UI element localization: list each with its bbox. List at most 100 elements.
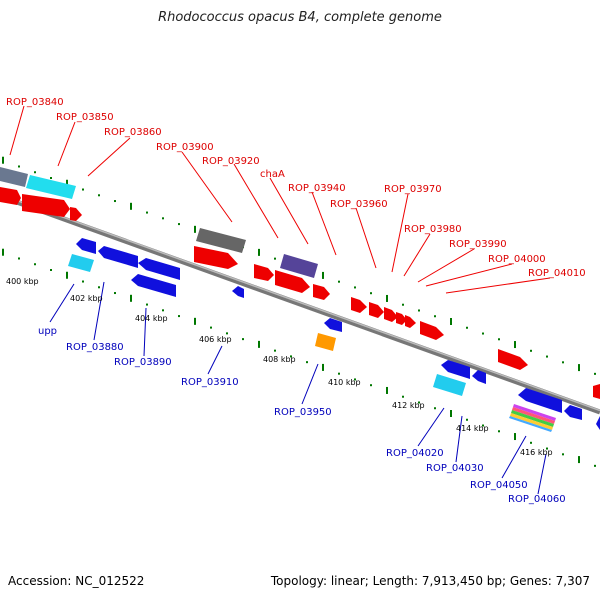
major-tick [450,318,452,325]
gene-arrow[interactable] [0,187,21,205]
gene-label[interactable]: ROP_04000 [488,254,546,265]
scale-label: 410 kbp [328,378,361,387]
minor-tick [546,355,548,358]
gene-label[interactable]: ROP_03920 [202,156,260,167]
gene-arrow[interactable] [441,360,470,379]
gene-arrow[interactable] [131,274,176,297]
scale-label: 408 kbp [263,355,296,364]
major-tick [194,317,196,325]
scale-ticks [2,156,596,467]
minor-tick [466,326,468,329]
minor-tick [338,280,340,283]
minor-tick [146,303,148,306]
scale-label: 400 kbp [6,277,39,286]
gene-arrow[interactable] [70,207,82,221]
gene-arrow[interactable] [498,349,528,370]
gene-arrow[interactable] [564,405,582,420]
forward-gene-labels: ROP_03840 ROP_03850 ROP_03860 ROP_03900 … [6,97,586,279]
gene-label[interactable]: ROP_03860 [104,127,162,138]
scale-label: 404 kbp [135,314,168,323]
minor-tick [482,332,484,335]
minor-tick [370,384,372,387]
minor-tick [82,188,84,191]
gene-label[interactable]: ROP_03890 [114,357,172,368]
map-title: Rhodococcus opacus B4, complete genome [158,10,442,25]
gene-label[interactable]: ROP_04060 [508,494,566,505]
gene-label[interactable]: ROP_04050 [470,480,528,491]
gene-box-cyan[interactable] [68,254,94,272]
gene-arrow[interactable] [369,302,384,318]
gene-label[interactable]: ROP_03910 [181,377,239,388]
gene-label[interactable]: ROP_03980 [404,224,462,235]
major-tick [578,456,580,464]
major-tick [450,410,452,417]
major-tick [258,340,260,348]
gene-arrow[interactable] [22,194,70,217]
minor-tick [162,309,164,312]
gene-label[interactable]: ROP_03900 [156,142,214,153]
gene-label[interactable]: ROP_03880 [66,342,124,353]
forward-callouts [9,105,551,294]
forward-gene-arrows [0,187,600,399]
minor-tick [82,280,84,283]
accession-text: Accession: NC_012522 [8,574,145,588]
gene-arrow[interactable] [254,264,274,281]
gene-label[interactable]: ROP_03940 [288,183,346,194]
gene-label[interactable]: ROP_03970 [384,184,442,195]
minor-tick [370,292,372,295]
reverse-gene-arrows [76,238,600,430]
gene-label[interactable]: ROP_03990 [449,239,507,250]
gene-arrow[interactable] [324,318,342,332]
gene-arrow[interactable] [138,258,180,280]
gene-arrow[interactable] [593,384,600,399]
minor-tick [498,338,500,341]
minor-tick [162,217,164,220]
genome-backbone [0,193,600,415]
gene-arrow[interactable] [232,286,244,298]
gene-box-gray[interactable] [196,228,246,253]
gene-label[interactable]: ROP_04010 [528,268,586,279]
minor-tick [354,378,356,381]
gene-arrow[interactable] [98,246,138,268]
gene-arrow[interactable] [76,238,96,254]
gene-arrow[interactable] [275,270,310,293]
gene-label[interactable]: chaA [260,169,285,180]
minor-tick [290,355,292,358]
rrna-stripes[interactable] [509,404,556,432]
minor-tick [402,303,404,306]
gene-arrow[interactable] [194,246,238,269]
gene-arrow[interactable] [313,284,330,300]
gene-label[interactable]: ROP_03840 [6,97,64,108]
gene-arrow[interactable] [596,416,600,430]
minor-tick [146,211,148,214]
gene-box-cyan[interactable] [26,175,76,199]
minor-tick [114,200,116,203]
gene-box-orange[interactable] [315,333,336,351]
minor-tick [178,315,180,318]
gene-arrow[interactable] [351,297,367,313]
gene-arrow[interactable] [396,312,407,325]
gene-arrow[interactable] [405,315,416,328]
gene-box-cyan[interactable] [433,374,466,396]
minor-tick [274,257,276,260]
gene-arrow[interactable] [472,370,486,384]
topology-summary: Topology: linear; Length: 7,913,450 bp; … [270,574,590,588]
minor-tick [226,332,228,335]
minor-tick [562,361,564,364]
gene-label[interactable]: ROP_04030 [426,463,484,474]
reverse-gene-labels: upp ROP_03880 ROP_03890 ROP_03910 ROP_03… [38,326,566,505]
gene-label[interactable]: ROP_03850 [56,112,114,123]
gene-label[interactable]: ROP_03960 [330,199,388,210]
gene-arrow[interactable] [420,321,444,340]
minor-tick [338,372,340,375]
gene-box-gray[interactable] [0,167,28,187]
gene-box-purple[interactable] [280,254,318,278]
minor-tick [434,407,436,410]
major-tick [2,156,4,164]
gene-label[interactable]: upp [38,326,57,337]
gene-label[interactable]: ROP_04020 [386,448,444,459]
minor-tick [274,349,276,352]
gene-arrow[interactable] [384,307,398,322]
gene-label[interactable]: ROP_03950 [274,407,332,418]
gene-arrow[interactable] [518,388,562,413]
